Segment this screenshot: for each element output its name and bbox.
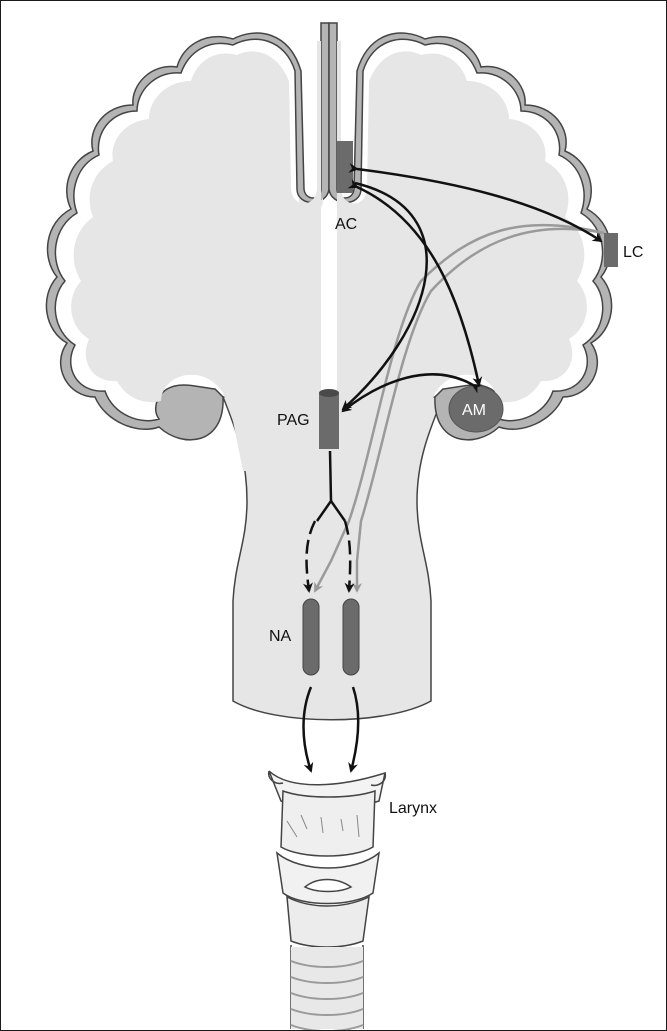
lc-nucleus [604,233,618,267]
ac-nucleus [337,141,353,193]
pag-nucleus [319,389,339,449]
label-lc: LC [623,244,643,261]
label-larynx: Larynx [389,800,437,817]
na-nucleus-right [343,599,359,675]
larynx [269,771,386,1030]
label-pag: PAG [277,412,310,429]
label-na: NA [269,628,292,645]
label-ac: AC [335,216,357,233]
na-nucleus-left [303,599,319,675]
label-am: AM [462,402,486,419]
